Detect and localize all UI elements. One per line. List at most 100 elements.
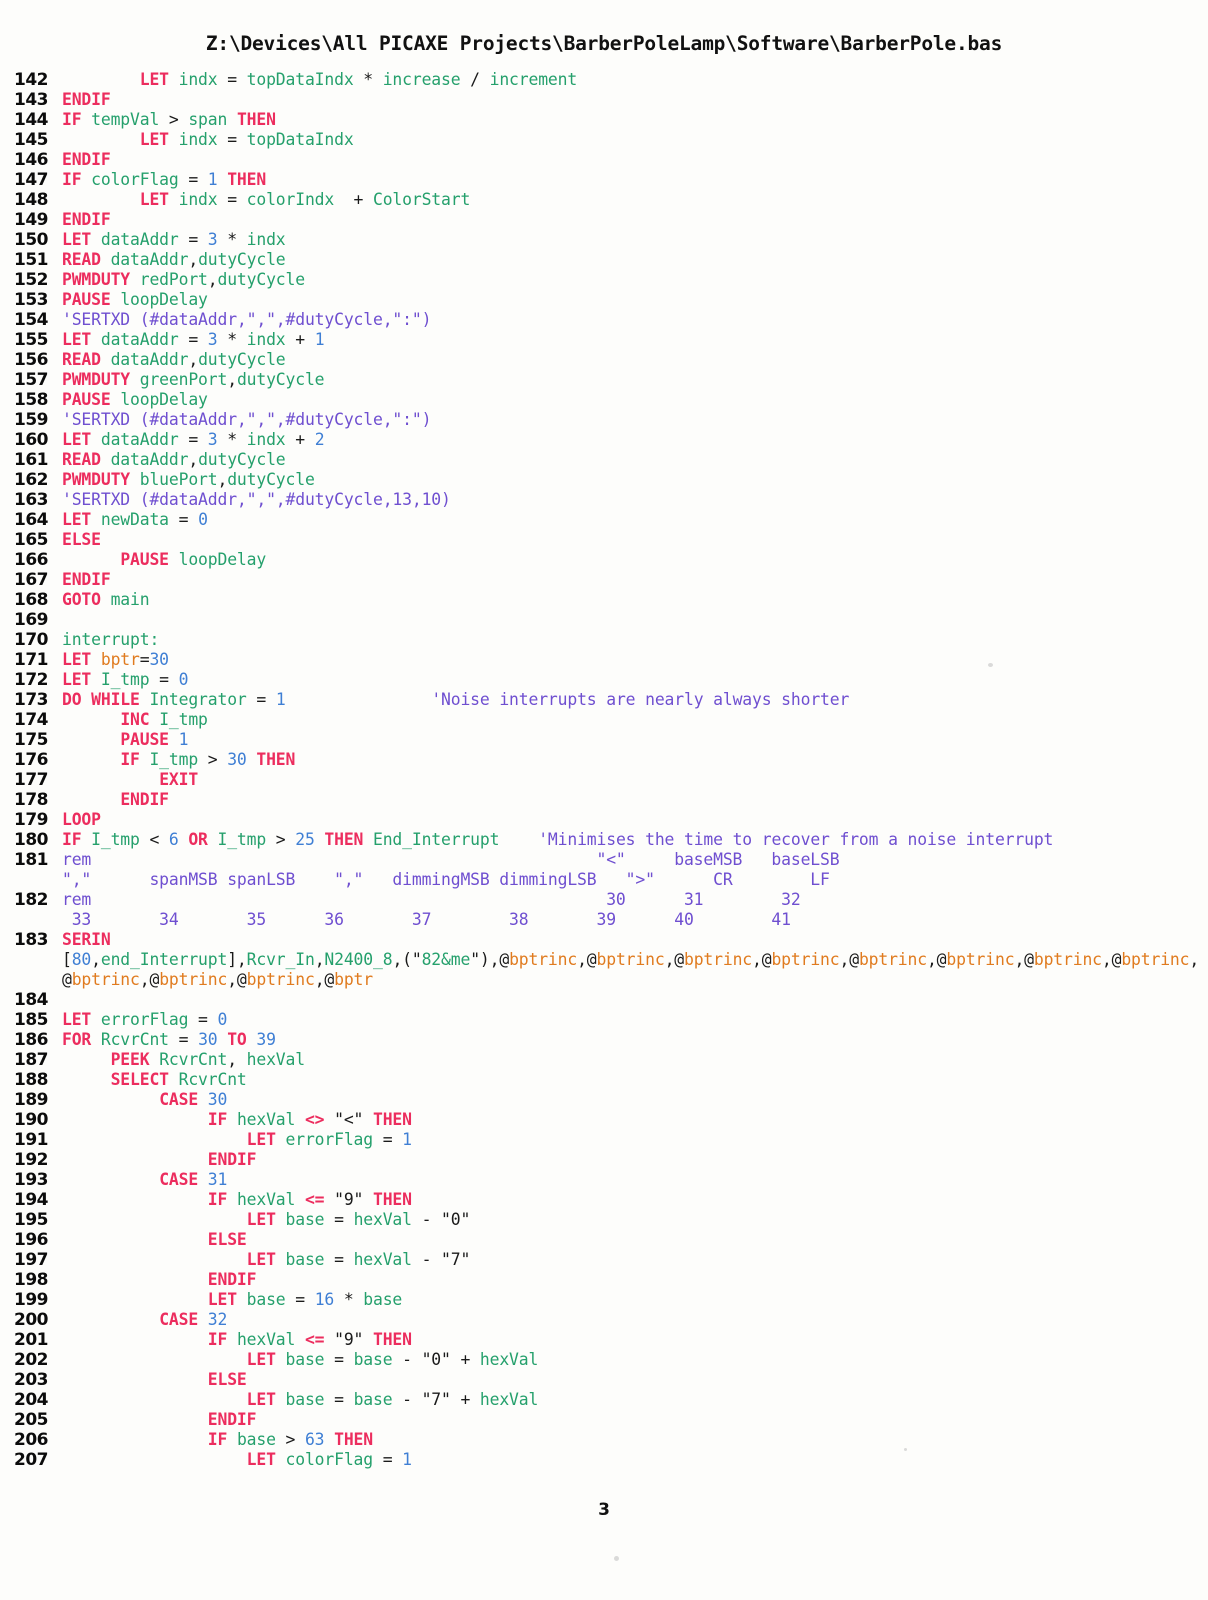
line-number: 164 (14, 510, 49, 530)
code-token-pln: , (314, 950, 325, 969)
code-token-pln (198, 1090, 208, 1109)
code-text: LET errorFlag = 1 (62, 1130, 1208, 1150)
rem-row-labels: rem "<" baseMSB baseLSB (62, 850, 840, 869)
line-number: 158 (14, 390, 49, 410)
code-token-pln (62, 1290, 208, 1309)
code-text: IF base > 63 THEN (62, 1430, 1208, 1450)
code-token-pln (81, 830, 91, 849)
code-token-id: hexVal (236, 1110, 296, 1129)
code-token-num: 3 (207, 430, 218, 449)
code-token-pln (62, 770, 159, 789)
code-token-num: 30 (149, 650, 169, 669)
code-token-pln: = (324, 1390, 354, 1409)
code-token-pln (62, 1190, 208, 1209)
line-number: 142 (14, 70, 49, 90)
code-token-kw: ENDIF (207, 1150, 257, 1169)
code-token-pln (198, 1310, 208, 1329)
code-text: LET indx = topDataIndx (62, 130, 1208, 150)
line-number: 186 (14, 1030, 49, 1050)
code-line: 201 IF hexVal <= "9" THEN (0, 1330, 1208, 1350)
code-token-kw: FOR (62, 1030, 92, 1049)
code-line: 199 LET base = 16 * base (0, 1290, 1208, 1310)
scan-speck (904, 1448, 907, 1451)
code-text: LET base = base - "7" + hexVal (62, 1390, 1208, 1410)
line-number: 185 (14, 1010, 49, 1030)
serin-arguments: [80,end_Interrupt],Rcvr_In,N2400_8,("82&… (62, 950, 1208, 990)
code-token-kw: SELECT (110, 1070, 169, 1089)
code-text: rem 30 31 32 33 34 35 36 37 38 39 40 41 (62, 890, 1208, 930)
code-token-id: base (353, 1350, 393, 1369)
line-number: 167 (14, 570, 49, 590)
code-text: ENDIF (62, 1410, 1208, 1430)
code-token-kw: DO WHILE (62, 690, 140, 709)
code-line: 163'SERTXD (#dataAddr,",",#dutyCycle,13,… (0, 490, 1208, 510)
code-token-kw: LET (62, 650, 92, 669)
code-token-kw: THEN (256, 750, 296, 769)
code-token-pln: ,@ (1014, 950, 1034, 969)
line-number: 152 (14, 270, 49, 290)
code-token-id: errorFlag (100, 1010, 189, 1029)
code-token-num: 39 (256, 1030, 276, 1049)
code-token-id: base (285, 1210, 325, 1229)
code-line: 197 LET base = hexVal - "7" (0, 1250, 1208, 1270)
code-token-pln: = (373, 1450, 403, 1469)
code-token-pln: * (217, 230, 247, 249)
code-token-pln (179, 830, 189, 849)
code-token-pln: = (217, 190, 247, 209)
line-number: 197 (14, 1250, 49, 1270)
code-token-pln: * (334, 1290, 364, 1309)
code-token-id: indx (178, 130, 218, 149)
code-line: 206 IF base > 63 THEN (0, 1430, 1208, 1450)
code-token-pln (227, 1190, 237, 1209)
code-token-pln (101, 250, 111, 269)
code-token-id: newData (100, 510, 169, 529)
code-token-pln (169, 1070, 179, 1089)
code-line: 198 ENDIF (0, 1270, 1208, 1290)
code-token-kw: THEN (236, 110, 276, 129)
code-token-pln (62, 1450, 247, 1469)
code-token-pln (169, 730, 179, 749)
code-token-pln: = (246, 690, 276, 709)
code-text: LET dataAddr = 3 * indx + 1 (62, 330, 1208, 350)
code-token-num: 1 (178, 730, 189, 749)
code-text: LET base = 16 * base (62, 1290, 1208, 1310)
code-token-pln (295, 1330, 305, 1349)
code-token-pln (62, 1050, 111, 1069)
code-token-id: hexVal (479, 1350, 539, 1369)
code-token-kw: ENDIF (207, 1410, 257, 1429)
code-token-num: 31 (207, 1170, 228, 1189)
line-number: 198 (14, 1270, 49, 1290)
line-number: 196 (14, 1230, 49, 1250)
code-text: PAUSE loopDelay (62, 550, 1208, 570)
code-line: 148 LET indx = colorIndx + ColorStart (0, 190, 1208, 210)
code-token-spc: bptr (100, 650, 140, 669)
code-token-pln: > (266, 830, 296, 849)
code-text: ENDIF (62, 150, 1208, 170)
code-line: 169 (0, 610, 1208, 630)
code-token-pln: ,@ (926, 950, 947, 969)
code-token-pln (149, 710, 159, 729)
code-text: IF I_tmp < 6 OR I_tmp > 25 THEN End_Inte… (62, 830, 1208, 850)
code-line: 200 CASE 32 (0, 1310, 1208, 1330)
code-token-pln (91, 650, 101, 669)
code-token-pln (62, 1250, 247, 1269)
code-token-pln (130, 270, 140, 289)
code-text: FOR RcvrCnt = 30 TO 39 (62, 1030, 1208, 1050)
code-token-pln: "9" (324, 1330, 373, 1349)
code-token-pln (91, 330, 101, 349)
line-number: 203 (14, 1370, 49, 1390)
line-number: 189 (14, 1090, 49, 1110)
code-token-pln (62, 1090, 159, 1109)
code-token-pln (218, 170, 228, 189)
code-text: GOTO main (62, 590, 1208, 610)
code-token-kw: IF (62, 170, 82, 189)
code-token-pln: , (188, 450, 199, 469)
code-token-pln (62, 130, 140, 149)
